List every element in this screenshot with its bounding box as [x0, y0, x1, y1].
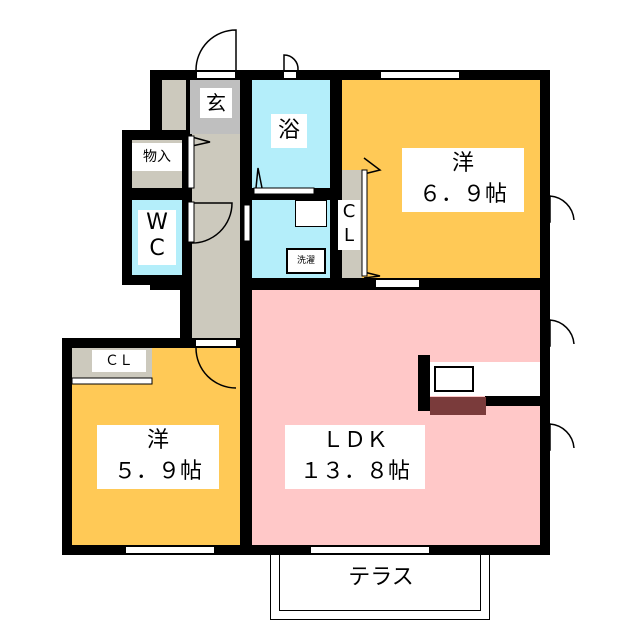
window	[283, 71, 297, 79]
storage-label: 物入	[132, 143, 182, 171]
window	[125, 546, 215, 554]
wc-label: W C	[138, 210, 176, 265]
door-frame	[361, 169, 368, 277]
ldk-door-2	[542, 423, 575, 451]
ldk	[252, 290, 540, 545]
wc-door	[189, 202, 233, 244]
bath-door	[255, 167, 263, 189]
closet-label: C L	[338, 200, 360, 250]
door-frame	[253, 187, 315, 195]
bedroom2-name: 洋	[146, 428, 169, 453]
kitchen-wall	[418, 355, 430, 411]
kitchen-sink	[434, 366, 474, 392]
door-frame	[243, 204, 251, 242]
bath-vent-door	[283, 54, 299, 71]
terrace: テラス	[270, 555, 490, 620]
door-frame	[187, 135, 195, 189]
closet-label-line: L	[343, 225, 355, 246]
bedroom1-label: 洋 ６．９帖	[402, 148, 524, 212]
bedroom1-name: 洋	[451, 151, 474, 176]
bedroom2-size: ５．９帖	[113, 459, 202, 484]
ldk-name: ＬＤＫ	[321, 428, 388, 453]
ldk-size: １３．８帖	[299, 459, 410, 484]
window	[380, 71, 460, 79]
entrance-label: 玄	[200, 88, 232, 118]
window	[195, 339, 237, 347]
bath-label: 浴	[271, 114, 307, 148]
closet-door	[363, 271, 381, 279]
terrace-inner	[279, 555, 481, 611]
closet-door	[363, 157, 382, 175]
bedroom2-label: 洋 ５．９帖	[97, 425, 219, 489]
closet-label-line: C	[342, 201, 356, 222]
washbasin	[295, 200, 327, 227]
door-frame	[187, 201, 195, 243]
window	[310, 546, 430, 554]
window	[196, 71, 236, 79]
terrace-label: テラス	[348, 565, 414, 590]
kitchen-stove	[430, 397, 486, 415]
ldk-label: ＬＤＫ １３．８帖	[285, 425, 425, 489]
wc-label-line: W	[146, 210, 168, 235]
bedroom2-door	[195, 347, 237, 389]
kitchen-wall	[485, 396, 540, 406]
hallway-side	[162, 80, 186, 130]
entrance-door	[195, 29, 237, 71]
washer: 洗濯	[286, 248, 326, 274]
window	[375, 279, 420, 288]
bedroom1-balcony-door	[542, 195, 575, 223]
ldk-door-1	[542, 319, 575, 347]
door-frame	[71, 377, 153, 385]
storage-door	[191, 136, 211, 147]
wc-label-line: C	[149, 236, 165, 261]
bedroom2-closet-label: ＣＬ	[92, 350, 146, 372]
bedroom1-size: ６．９帖	[418, 182, 507, 207]
